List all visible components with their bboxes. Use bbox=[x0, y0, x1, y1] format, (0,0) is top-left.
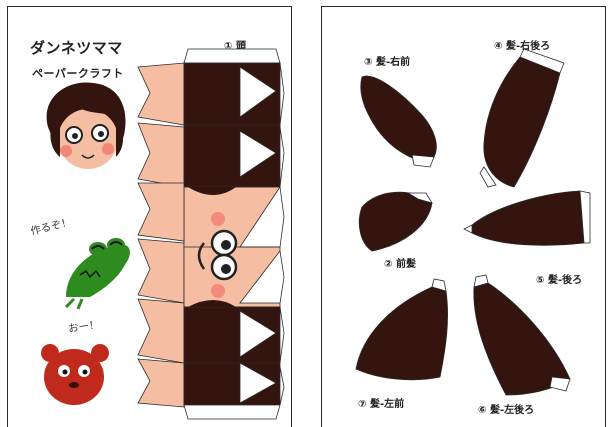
hair-piece-right-front bbox=[360, 75, 437, 168]
part-label-head: ① 頭 bbox=[224, 41, 246, 52]
mama-face-icon bbox=[46, 82, 126, 169]
part-label-hair-left-front: ⑦ 髪-左前 bbox=[358, 399, 405, 410]
net-face-features bbox=[188, 187, 238, 307]
part-label-hair-right-back: ④ 髪-右後ろ bbox=[494, 41, 551, 52]
part-label-hair-left-back: ⑥ 髪-左後ろ bbox=[478, 405, 535, 416]
hair-piece-right-back bbox=[479, 48, 565, 188]
papercraft-sheet-head: ダンネツママ ペーパークラフト ① 頭 作るぞ！ おー！ bbox=[7, 6, 292, 427]
hair-piece-bangs bbox=[358, 191, 433, 252]
frog-icon bbox=[64, 238, 130, 310]
sheet-title: ダンネツママ bbox=[30, 39, 123, 57]
part-label-hair-right-front: ③ 髪-右前 bbox=[364, 57, 411, 68]
hair-piece-left-front bbox=[355, 278, 449, 381]
papercraft-sheet-hair: ③ 髪-右前 ④ 髪-右後ろ ② 前髪 ⑤ 髪-後ろ ⑦ 髪-左前 ⑥ 髪-左後… bbox=[321, 6, 606, 427]
bear-icon bbox=[41, 344, 109, 405]
hair-piece-hair-back bbox=[463, 190, 591, 246]
part-label-bangs: ② 前髪 bbox=[384, 259, 416, 270]
hair-piece-left-back bbox=[473, 274, 571, 396]
sheet-subtitle: ペーパークラフト bbox=[32, 67, 124, 80]
head-cutout-net bbox=[137, 48, 285, 420]
part-label-hair-back: ⑤ 髪-後ろ bbox=[536, 275, 583, 286]
